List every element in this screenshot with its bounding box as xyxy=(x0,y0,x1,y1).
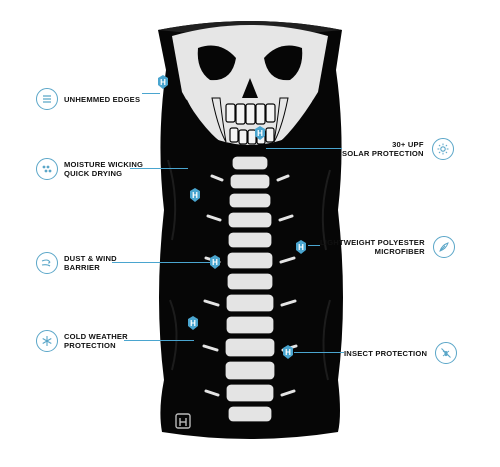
leader-unhemmed xyxy=(142,93,160,94)
feather-icon xyxy=(432,236,455,258)
feature-moisture-wicking: MOISTURE WICKING QUICK DRYING xyxy=(36,158,143,180)
feature-label: 30+ UPF SOLAR PROTECTION xyxy=(342,140,424,158)
svg-text:H: H xyxy=(212,258,218,267)
no-insect-icon xyxy=(435,342,458,364)
svg-text:H: H xyxy=(192,191,198,200)
leader-moisture xyxy=(130,168,188,169)
svg-text:H: H xyxy=(257,129,263,138)
marker-polyester: H xyxy=(296,240,306,254)
snowflake-icon xyxy=(36,330,58,352)
leader-polyester xyxy=(308,245,320,246)
marker-moisture: H xyxy=(190,188,200,202)
wind-icon xyxy=(36,252,58,274)
fabric-edge-icon xyxy=(36,88,58,110)
feature-label: INSECT PROTECTION xyxy=(344,349,428,358)
feature-label: MOISTURE WICKING QUICK DRYING xyxy=(64,160,144,178)
marker-unhemmed: H xyxy=(158,75,168,89)
leader-upf xyxy=(266,148,342,149)
feature-label: COLD WEATHER PROTECTION xyxy=(64,332,128,350)
leader-dust xyxy=(112,262,210,263)
sun-icon xyxy=(431,138,454,160)
svg-text:H: H xyxy=(160,78,166,87)
svg-text:H: H xyxy=(298,243,304,252)
feature-upf: 30+ UPF SOLAR PROTECTION xyxy=(342,138,454,160)
feature-label: DUST & WIND BARRIER xyxy=(64,254,117,272)
feature-insect-protection: INSECT PROTECTION xyxy=(344,342,458,364)
marker-upf: H xyxy=(255,126,265,140)
svg-text:H: H xyxy=(285,348,291,357)
marker-cold: H xyxy=(188,316,198,330)
feature-lightweight-polyester: LIGHTWEIGHT POLYESTER MICROFIBER xyxy=(320,236,455,258)
feature-cold-weather: COLD WEATHER PROTECTION xyxy=(36,330,128,352)
feature-unhemmed-edges: UNHEMMED EDGES xyxy=(36,88,140,110)
marker-dust: H xyxy=(210,255,220,269)
water-drops-icon xyxy=(36,158,58,180)
feature-dust-wind: DUST & WIND BARRIER xyxy=(36,252,117,274)
leader-cold xyxy=(124,340,194,341)
svg-text:H: H xyxy=(190,319,196,328)
leader-insect xyxy=(294,352,344,353)
feature-label: LIGHTWEIGHT POLYESTER MICROFIBER xyxy=(320,238,425,256)
marker-insect: H xyxy=(283,345,293,359)
feature-label: UNHEMMED EDGES xyxy=(64,94,141,104)
